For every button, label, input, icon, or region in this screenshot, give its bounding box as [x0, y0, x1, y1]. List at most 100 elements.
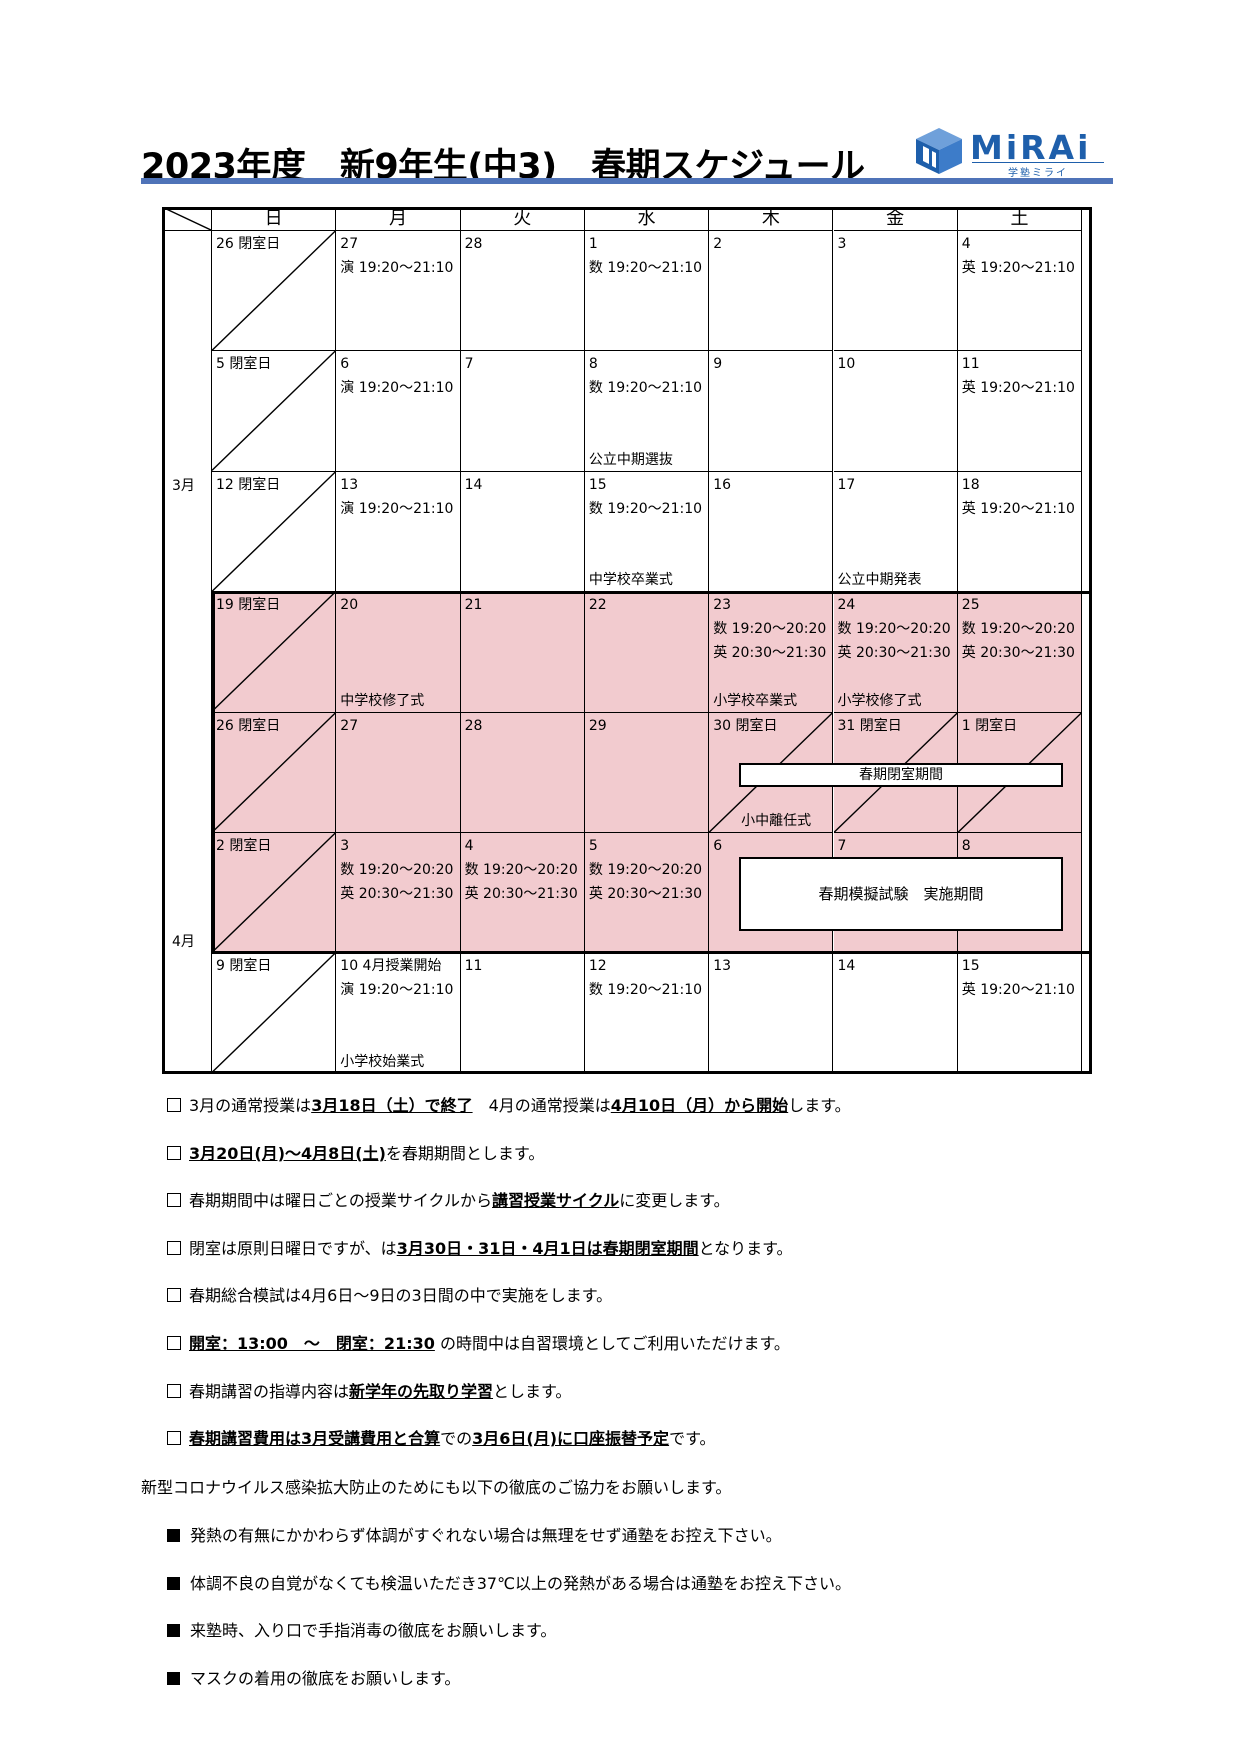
day-event: 公立中期発表 — [837, 572, 922, 589]
day-cell: 19 閉室日 — [212, 592, 337, 713]
covid-item: 体調不良の自覚がなくても検温いただき37℃以上の発熱がある場合は通塾をお控え下さ… — [167, 1570, 851, 1594]
class-time: 数 19:20～20:20 — [464, 862, 578, 878]
class-time: 英 20:30～21:30 — [340, 886, 454, 902]
note-text: 春期講習の指導内容は — [189, 1381, 350, 1401]
note-emphasis: 開室：13:00 ～ 閉室：21:30 — [189, 1334, 435, 1353]
day-number: 20 — [340, 597, 359, 614]
day-number: 6 — [340, 356, 350, 373]
day-number: 29 — [588, 717, 607, 734]
calendar-corner — [162, 207, 212, 231]
logo: MiRAi 学塾ミライ — [914, 126, 1114, 179]
month-label-april: 4月 — [172, 934, 195, 950]
day-number: 12 — [588, 958, 607, 975]
square-bullet-icon — [167, 1576, 180, 1590]
closed-day-slash — [212, 713, 335, 832]
class-time: 英 20:30～21:30 — [464, 886, 578, 902]
square-bullet-icon — [167, 1671, 180, 1685]
day-number: 9 — [713, 356, 723, 373]
class-time: 数 19:20～21:10 — [588, 500, 703, 517]
weekday-header: 水 — [584, 207, 710, 231]
note-text: となります。 — [698, 1238, 793, 1258]
day-cell: 4 英 19:20～21:10 — [957, 231, 1083, 352]
note-text: 春期総合模試は4月6日～9日の3日間の中で実施をします。 — [189, 1286, 613, 1306]
class-time: 数 19:20～20:20 — [713, 621, 827, 638]
note-item: 3月の通常授業は3月18日（土）で終了 4月の通常授業は4月10日（月）から開始… — [167, 1092, 851, 1116]
covid-item: 発熱の有無にかかわらず体調がすぐれない場合は無理をせず通塾をお控え下さい。 — [167, 1522, 782, 1546]
cube-logo-icon — [916, 128, 962, 174]
day-number: 4 — [961, 236, 971, 252]
class-time: 演 19:20～21:10 — [340, 260, 454, 276]
class-time: 英 20:30～21:30 — [837, 645, 951, 662]
day-number: 7 — [837, 838, 847, 854]
note-text: 閉室は原則日曜日ですが、は — [189, 1238, 397, 1258]
day-cell: 12 閉室日 — [212, 471, 337, 593]
square-bullet-icon — [167, 1624, 180, 1638]
day-number: 28 — [464, 236, 483, 252]
class-time: 英 19:20～21:10 — [961, 982, 1075, 999]
note-text: の時間中は自習環境としてご利用いただけます。 — [434, 1334, 790, 1353]
day-number: 15 — [961, 958, 980, 975]
day-cell: 27 演 19:20～21:10 — [336, 231, 461, 352]
covid-item: マスクの着用の徹底をお願いします。 — [167, 1665, 460, 1689]
note-text: 3月の通常授業は — [189, 1096, 312, 1115]
note-text: 4月の通常授業は — [472, 1096, 611, 1115]
class-time: 数 19:20～20:20 — [837, 621, 951, 638]
logo-subtitle: 学塾ミライ — [972, 162, 1104, 179]
day-number: 14 — [464, 476, 483, 493]
covid-item: 来塾時、入り口で手指消毒の徹底をお願いします。 — [167, 1617, 556, 1641]
note-emphasis: 3月30日・31日・4月1日は春期閉室期間 — [396, 1238, 699, 1258]
day-number: 12 閉室日 — [216, 476, 281, 493]
day-number: 30 閉室日 — [713, 717, 778, 734]
day-number: 19 閉室日 — [216, 597, 281, 614]
day-cell: 13 — [709, 953, 834, 1074]
checkbox-icon — [167, 1288, 181, 1303]
day-number: 10 4月授業開始 — [340, 958, 442, 975]
checkbox-icon — [167, 1431, 181, 1446]
class-time: 演 19:20～21:10 — [340, 380, 454, 397]
day-number: 17 — [837, 476, 856, 493]
day-cell: 15 英 19:20～21:10 — [957, 953, 1083, 1074]
day-number: 14 — [837, 958, 856, 975]
class-time: 英 20:30～21:30 — [961, 645, 1075, 662]
day-number: 27 — [340, 236, 359, 252]
day-number: 13 — [340, 476, 359, 493]
note-emphasis: 3月18日（土）で終了 — [311, 1096, 473, 1115]
day-number: 13 — [713, 958, 732, 975]
day-number: 5 閉室日 — [216, 356, 272, 373]
day-cell: 28 — [460, 231, 585, 352]
day-cell: 5 閉室日 — [212, 351, 337, 472]
day-event: 中学校修了式 — [340, 692, 425, 709]
mock-exam-banner: 春期模擬試験 実施期間 — [739, 857, 1063, 931]
class-time: 英 20:30～21:30 — [588, 886, 703, 902]
day-cell: 2 閉室日 — [212, 833, 337, 954]
day-number: 8 — [588, 356, 598, 373]
day-number: 15 — [588, 476, 607, 493]
day-number: 2 — [713, 236, 723, 252]
note-emphasis: 3月6日(月)に口座振替予定 — [472, 1429, 670, 1449]
day-cell: 9 閉室日 — [212, 953, 337, 1074]
class-time: 英 19:20～21:10 — [961, 260, 1075, 276]
closed-day-slash — [212, 231, 335, 350]
note-item: 春期総合模試は4月6日～9日の3日間の中で実施をします。 — [167, 1282, 612, 1306]
note-emphasis: 3月20日(月)～4月8日(土) — [189, 1143, 386, 1163]
day-event: 小学校修了式 — [837, 692, 922, 709]
day-number: 2 閉室日 — [216, 838, 272, 854]
weekday-header: 月 — [336, 207, 461, 231]
weekday-header: 木 — [709, 207, 834, 231]
covid-item-text: 発熱の有無にかかわらず体調がすぐれない場合は無理をせず通塾をお控え下さい。 — [190, 1526, 782, 1545]
class-time: 英 19:20～21:10 — [961, 500, 1075, 517]
day-number: 7 — [464, 356, 474, 373]
day-event: 公立中期選抜 — [588, 451, 673, 468]
logo-wordmark: MiRAi — [970, 128, 1092, 167]
day-cell: 10 — [833, 351, 958, 472]
weekday-header: 日 — [212, 207, 337, 231]
note-emphasis: 春期講習費用は3月受講費用と合算 — [189, 1429, 441, 1449]
month-label-march: 3月 — [172, 478, 195, 494]
